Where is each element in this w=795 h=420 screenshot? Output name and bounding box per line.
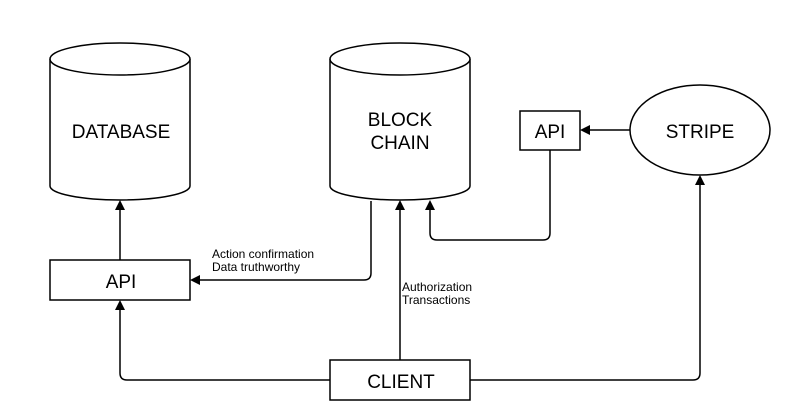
blockchain-label-line1: BLOCK <box>368 110 433 131</box>
api-stripe-label: API <box>535 122 566 143</box>
api-stripe-node: API <box>519 110 581 151</box>
api-main-label: API <box>106 272 137 293</box>
edge-client-to-api <box>115 300 330 381</box>
edge-blockchain-to-api <box>190 201 372 285</box>
blockchain-label-line2: CHAIN <box>370 133 429 154</box>
api-main-node: API <box>49 259 191 301</box>
edge-api-stripe-to-blockchain <box>425 150 551 241</box>
edge-client-to-stripe <box>470 175 705 381</box>
edge-label-authorization: Authorization <box>402 280 472 294</box>
database-node: DATABASE <box>49 42 191 201</box>
stripe-label: STRIPE <box>666 122 735 143</box>
edge-label-data-truthworthy: Data truthworthy <box>212 260 300 274</box>
blockchain-node: BLOCK CHAIN <box>329 42 471 201</box>
database-label: DATABASE <box>72 122 171 143</box>
client-label: CLIENT <box>367 372 435 393</box>
stripe-node: STRIPE <box>629 84 771 176</box>
edge-label-transactions: Transactions <box>402 293 470 307</box>
client-node: CLIENT <box>329 359 471 401</box>
edge-label-action-confirmation: Action confirmation <box>212 247 314 261</box>
